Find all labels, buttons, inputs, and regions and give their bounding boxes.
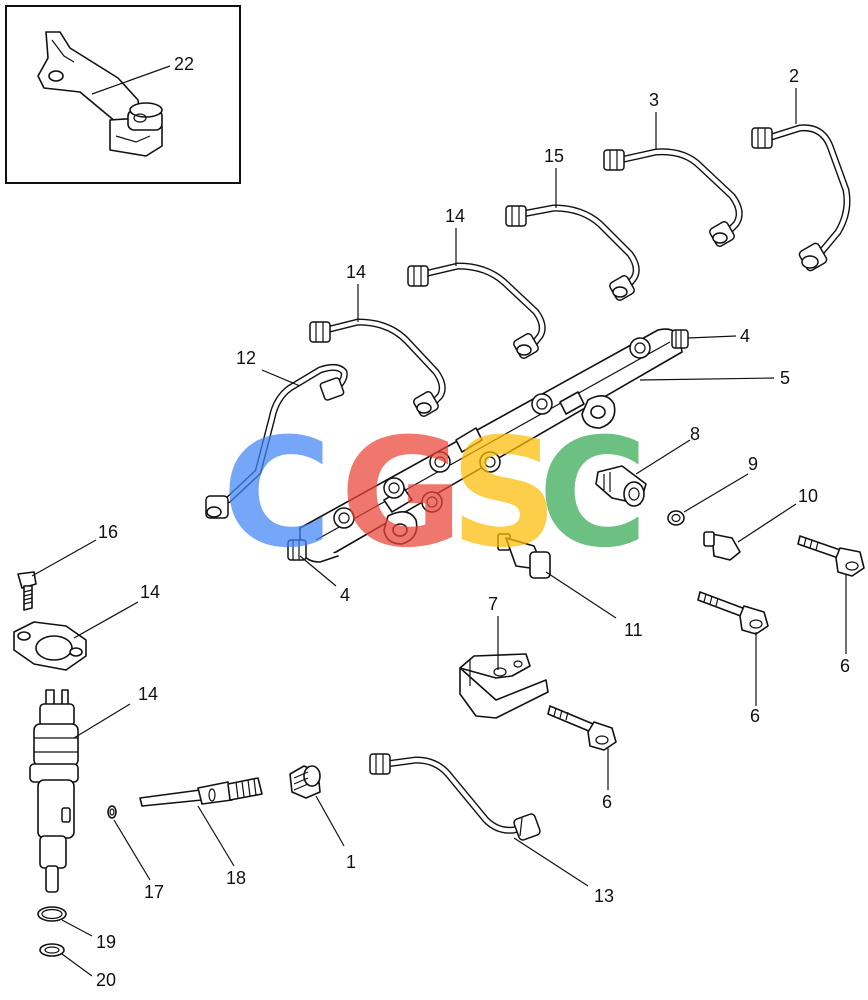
part-7-fitting <box>595 465 647 507</box>
callout-19: 18 <box>226 868 246 888</box>
callout-4-right: 4 <box>740 326 750 346</box>
part-18-oring <box>107 805 117 819</box>
callout-22: 22 <box>174 54 194 74</box>
callout-11: 7 <box>488 594 498 614</box>
callout-7: 8 <box>690 424 700 444</box>
callout-16: 14 <box>140 582 160 602</box>
part-14b-pipe <box>309 318 446 417</box>
part-8-washer <box>667 510 685 526</box>
callout-21: 20 <box>96 970 116 990</box>
watermark-letter-3: S <box>450 407 558 581</box>
callout-4-left: 4 <box>340 585 350 605</box>
part-19-connector <box>139 777 263 807</box>
callout-14-b: 14 <box>346 262 366 282</box>
part-16-clamp <box>13 621 87 671</box>
callout-9: 10 <box>798 486 818 506</box>
callout-6-lower: 6 <box>602 792 612 812</box>
callout-3: 3 <box>649 90 659 110</box>
part-20-seal <box>37 906 67 922</box>
part-21-washer <box>39 943 65 957</box>
part-17-bolt <box>17 571 37 611</box>
part-6-bolt-b <box>697 591 769 635</box>
part-5-fuel-rail <box>287 328 689 563</box>
watermark-letter-1: C <box>222 407 332 581</box>
callout-13: 13 <box>594 886 614 906</box>
inset-detail-box <box>5 5 241 184</box>
part-14d-pipe <box>505 204 640 301</box>
callout-2: 2 <box>789 66 799 86</box>
callout-6-right: 6 <box>840 656 850 676</box>
callout-18: 17 <box>144 882 164 902</box>
part-4-end-plug-left <box>287 539 307 561</box>
part-22-bracket <box>37 31 163 157</box>
watermark-letter-4: C <box>538 407 648 581</box>
part-14c-pipe <box>407 262 546 359</box>
part-6-bolt-c <box>547 705 617 751</box>
watermark: C G S C <box>222 407 648 581</box>
callout-12: 12 <box>236 348 256 368</box>
watermark-letter-2: G <box>340 407 463 581</box>
part-2-pipe <box>751 124 851 272</box>
part-15-injector <box>29 689 79 893</box>
part-3-pipe <box>603 148 743 247</box>
part-12-pipe <box>205 363 348 519</box>
callout-1: 1 <box>346 852 356 872</box>
callout-14-d: 15 <box>544 146 564 166</box>
part-6-bolt-a <box>797 535 865 577</box>
part-10-pressure-sensor <box>497 533 551 579</box>
rail-outlet-ports <box>333 337 651 529</box>
callout-labels: 22 2 3 15 14 14 12 4 5 8 9 10 4 11 7 6 6… <box>96 54 850 990</box>
leader-lines <box>31 88 847 977</box>
part-1-nut <box>289 765 321 799</box>
callout-17: 16 <box>98 522 118 542</box>
callout-15: 14 <box>138 684 158 704</box>
callout-10: 11 <box>624 620 643 640</box>
callout-14-c: 14 <box>445 206 465 226</box>
part-4-end-plug-right <box>671 329 689 349</box>
part-11-bracket <box>459 653 549 719</box>
callout-6-middle: 6 <box>750 706 760 726</box>
callout-20: 19 <box>96 932 116 952</box>
part-13-pipe <box>369 753 541 841</box>
callout-8: 9 <box>748 454 758 474</box>
part-9-plug <box>703 531 741 561</box>
callout-5: 5 <box>780 368 790 388</box>
